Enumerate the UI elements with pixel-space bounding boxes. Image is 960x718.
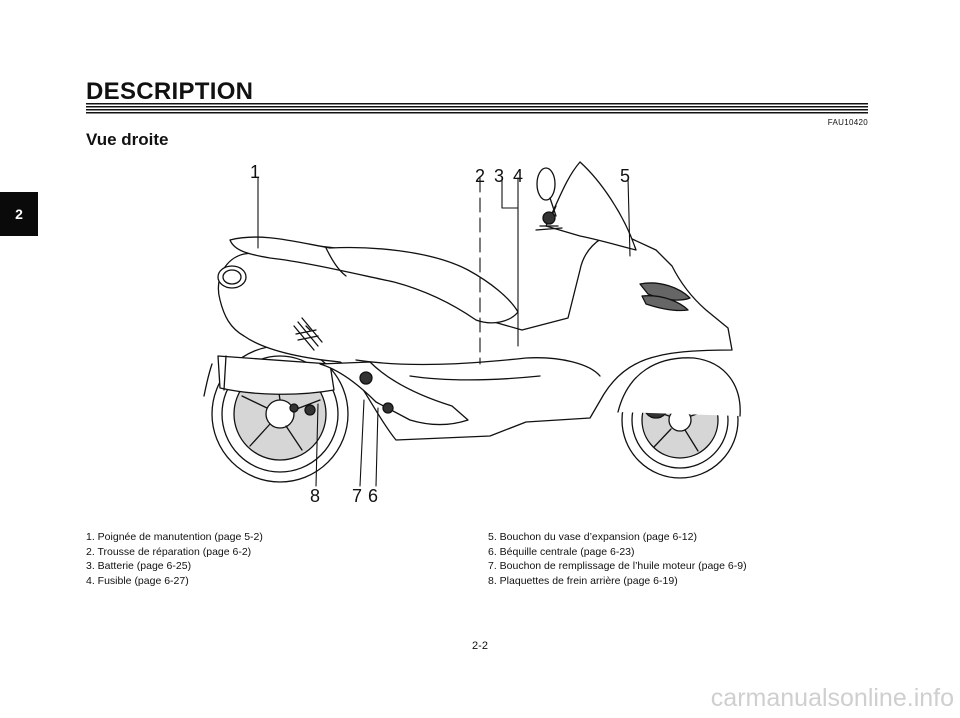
legend-item: 7. Bouchon de remplissage de l’huile mot… [488, 560, 747, 572]
callout-1: 1 [250, 162, 260, 182]
page-number: 2-2 [472, 640, 488, 652]
parts-legend-left: 1. Poignée de manutention (page 5-2) 2. … [86, 530, 263, 588]
section-heading: Vue droite [86, 130, 169, 149]
callout-4: 4 [513, 166, 523, 186]
scooter-illustration: 1 2 3 4 5 8 7 6 [203, 161, 741, 506]
title-rule [86, 103, 868, 114]
callout-2: 2 [475, 166, 485, 186]
legend-item: 6. Béquille centrale (page 6-23) [488, 545, 635, 558]
legend-item: 4. Fusible (page 6-27) [86, 574, 189, 587]
muffler [217, 355, 335, 395]
legend-item: 5. Bouchon du vase d’expansion (page 6-1… [488, 531, 697, 543]
windscreen [545, 161, 637, 251]
parts-legend-right: 5. Bouchon du vase d’expansion (page 6-1… [488, 530, 747, 588]
callout-5: 5 [620, 166, 630, 186]
seat [229, 236, 519, 324]
legend-item: 8. Plaquettes de frein arrière (page 6-1… [488, 574, 678, 587]
watermark: carmanualsonline.info [710, 684, 954, 712]
document-code: FAU10420 [827, 118, 868, 127]
callout-7: 7 [352, 486, 362, 506]
legend-item: 1. Poignée de manutention (page 5-2) [86, 531, 263, 543]
callout-leaders [257, 177, 631, 487]
callout-6: 6 [368, 486, 378, 506]
page-title: DESCRIPTION [86, 78, 254, 105]
callout-3: 3 [494, 166, 504, 186]
mirror [536, 167, 556, 201]
legend-item: 3. Batterie (page 6-25) [86, 560, 192, 572]
legend-item: 2. Trousse de réparation (page 6-2) [86, 545, 252, 558]
callout-8: 8 [310, 486, 320, 506]
chapter-tab: 2 [0, 192, 38, 236]
